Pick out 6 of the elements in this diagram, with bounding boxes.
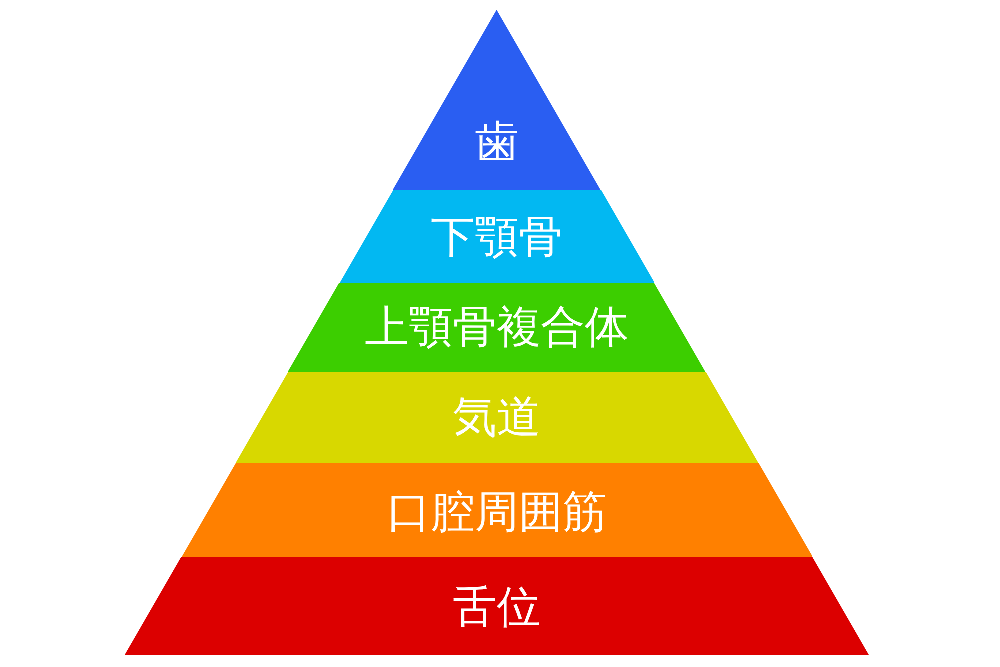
tier-label: 上顎骨複合体: [364, 306, 629, 350]
tier-label: 口腔周囲筋: [386, 491, 607, 535]
tier-label: 気道: [452, 396, 541, 440]
tier-label: 舌位: [453, 586, 541, 630]
tier-label: 下顎骨: [430, 216, 563, 260]
tier-label: 歯: [474, 121, 519, 165]
